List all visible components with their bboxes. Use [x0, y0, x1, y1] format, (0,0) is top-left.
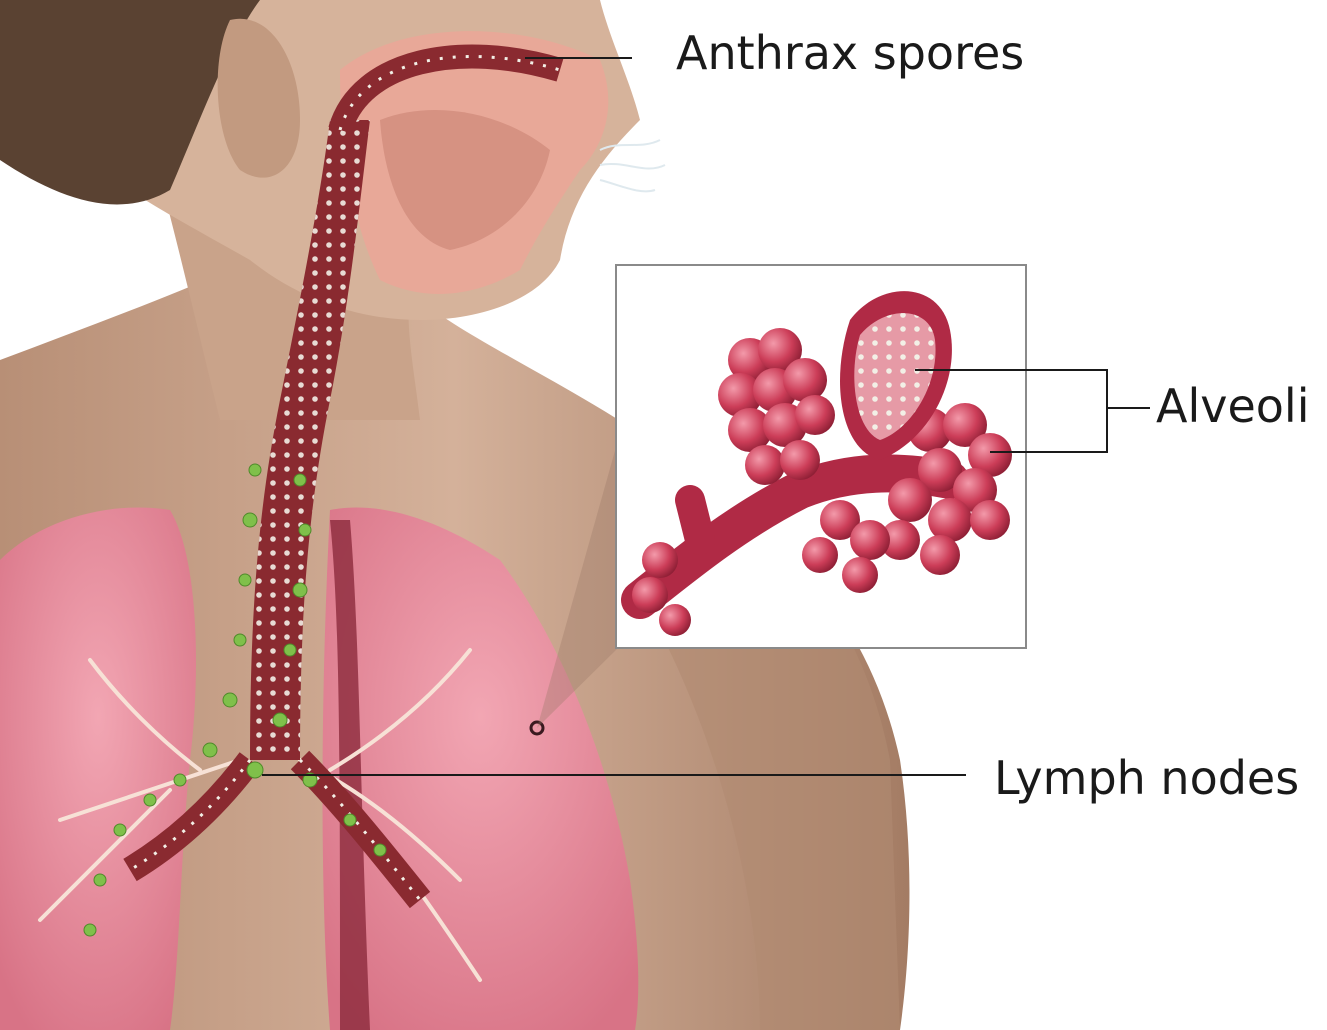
label-anthrax-spores: Anthrax spores	[676, 30, 1024, 76]
label-lymph-nodes: Lymph nodes	[994, 755, 1299, 801]
label-alveoli: Alveoli	[1156, 383, 1309, 429]
left-lung	[0, 507, 196, 1030]
